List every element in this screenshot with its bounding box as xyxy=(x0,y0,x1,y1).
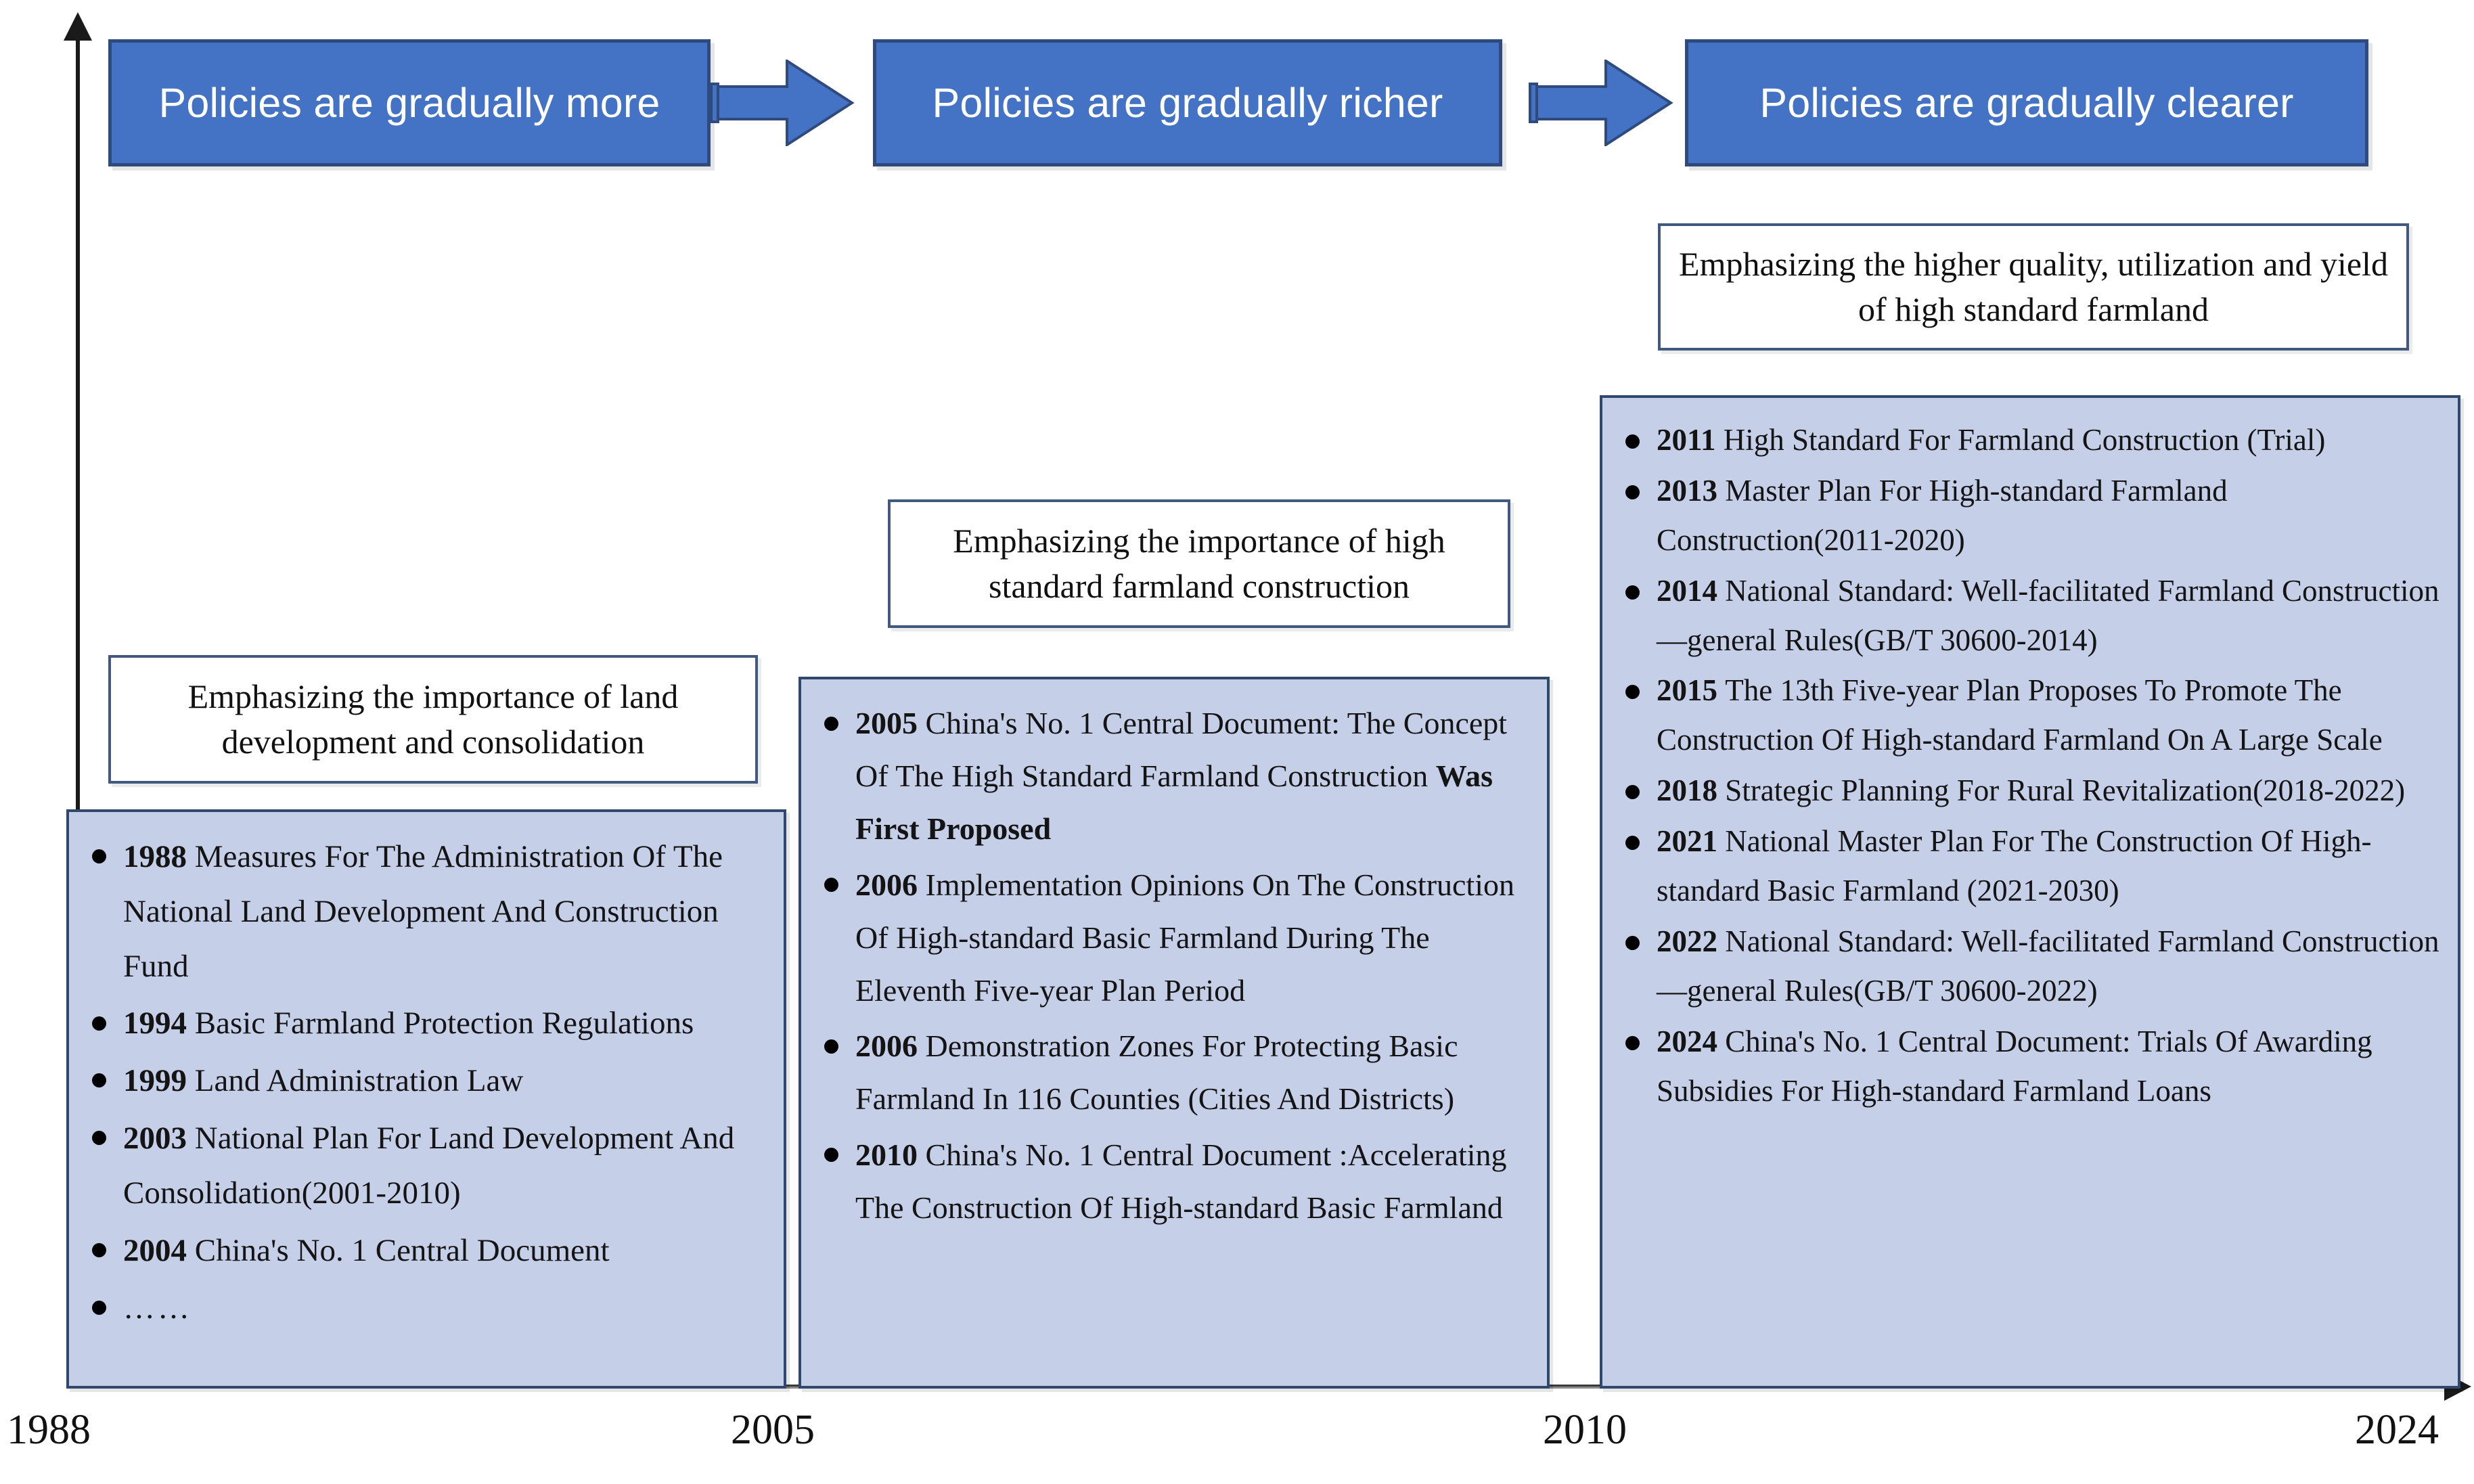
policy-text: National Master Plan For The Constructio… xyxy=(1657,824,2372,908)
bullet-icon xyxy=(824,878,838,893)
policy-list-item: …… xyxy=(87,1281,766,1336)
policy-list-item: 2024 China's No. 1 Central Document: Tri… xyxy=(1620,1017,2440,1116)
bullet-icon xyxy=(92,1016,106,1031)
policy-list-item: 2005 China's No. 1 Central Document: The… xyxy=(819,697,1529,856)
policy-year: 2003 xyxy=(123,1121,195,1156)
arrow-right-icon-2 xyxy=(1529,60,1673,146)
policy-list-item: 2011 High Standard For Farmland Construc… xyxy=(1620,415,2440,465)
bullet-icon xyxy=(1625,935,1640,950)
policy-list-item: 2006 Implementation Opinions On The Cons… xyxy=(819,859,1529,1018)
policy-year: 2014 xyxy=(1657,573,1726,608)
bullet-icon xyxy=(1625,485,1640,499)
policy-text: …… xyxy=(123,1290,192,1326)
policy-list-item: 2022 National Standard: Well-facilitated… xyxy=(1620,917,2440,1016)
policy-list-item: 2006 Demonstration Zones For Protecting … xyxy=(819,1020,1529,1125)
caption-box-3: Emphasizing the higher quality, utilizat… xyxy=(1658,223,2409,351)
bullet-icon xyxy=(92,1073,106,1088)
bullet-icon xyxy=(92,1131,106,1146)
policy-list-item: 2014 National Standard: Well-facilitated… xyxy=(1620,566,2440,665)
policy-list-item: 2021 National Master Plan For The Constr… xyxy=(1620,817,2440,916)
caption-box-1-label: Emphasizing the importance of land devel… xyxy=(187,677,679,761)
stage-banner-1[interactable]: Policies are gradually more xyxy=(108,39,711,166)
policy-year: 2022 xyxy=(1657,924,1726,958)
caption-box-3-label: Emphasizing the higher quality, utilizat… xyxy=(1679,245,2388,328)
policy-text: Strategic Planning For Rural Revitalizat… xyxy=(1725,773,2406,808)
policy-list-item: 1999 Land Administration Law xyxy=(87,1054,766,1108)
bullet-icon xyxy=(1625,785,1640,800)
axis-year-1988: 1988 xyxy=(7,1407,91,1453)
policy-year: 2010 xyxy=(855,1137,926,1172)
bullet-icon xyxy=(92,849,106,864)
policy-text: China's No. 1 Central Document xyxy=(194,1232,610,1268)
bullet-icon xyxy=(1625,685,1640,700)
policy-text: China's No. 1 Central Document :Accelera… xyxy=(855,1137,1507,1225)
policy-year: 1994 xyxy=(123,1006,195,1041)
stage-banner-3-label: Policies are gradually clearer xyxy=(1759,80,2294,126)
policy-text: National Standard: Well-facilitated Farm… xyxy=(1657,573,2439,657)
bullet-icon xyxy=(824,1148,838,1163)
policy-panel-1: 1988 Measures For The Administration Of … xyxy=(66,809,786,1389)
caption-box-1: Emphasizing the importance of land devel… xyxy=(108,655,758,784)
bullet-icon xyxy=(1625,1035,1640,1050)
policy-year: 2021 xyxy=(1657,824,1726,859)
policy-list-item: 2013 Master Plan For High-standard Farml… xyxy=(1620,466,2440,565)
policy-list-item: 1988 Measures For The Administration Of … xyxy=(87,830,766,993)
policy-year: 2006 xyxy=(855,1029,926,1064)
policy-year: 2005 xyxy=(855,706,926,740)
policy-list-item: 2018 Strategic Planning For Rural Revita… xyxy=(1620,766,2440,815)
bullet-icon xyxy=(1625,836,1640,851)
bullet-icon xyxy=(824,716,838,731)
policy-text: The 13th Five-year Plan Proposes To Prom… xyxy=(1657,673,2383,757)
stage-banner-1-label: Policies are gradually more xyxy=(158,80,660,126)
policy-year: 2013 xyxy=(1657,473,1726,508)
policy-text: National Plan For Land Development And C… xyxy=(123,1121,735,1211)
policy-list-3: 2011 High Standard For Farmland Construc… xyxy=(1620,415,2440,1115)
policy-text: Demonstration Zones For Protecting Basic… xyxy=(855,1029,1458,1117)
stage-banner-3[interactable]: Policies are gradually clearer xyxy=(1685,39,2368,166)
stage-banner-2[interactable]: Policies are gradually richer xyxy=(873,39,1502,166)
bullet-icon xyxy=(92,1300,106,1315)
bullet-icon xyxy=(824,1039,838,1054)
policy-text: Basic Farmland Protection Regulations xyxy=(194,1006,694,1041)
policy-year: 2018 xyxy=(1657,773,1726,808)
policy-year: 2004 xyxy=(123,1232,195,1268)
policy-text: Land Administration Law xyxy=(194,1063,524,1099)
bullet-icon xyxy=(1625,585,1640,600)
bullet-icon xyxy=(1625,434,1640,449)
policy-list-item: 2004 China's No. 1 Central Document xyxy=(87,1223,766,1278)
policy-year: 2011 xyxy=(1657,423,1724,457)
policy-year: 2015 xyxy=(1657,673,1726,708)
policy-list-2: 2005 China's No. 1 Central Document: The… xyxy=(819,697,1529,1234)
stage-banner-2-label: Policies are gradually richer xyxy=(932,80,1443,126)
caption-box-2: Emphasizing the importance of high stand… xyxy=(888,499,1510,628)
axis-year-2010: 2010 xyxy=(1543,1407,1627,1453)
axis-year-2024: 2024 xyxy=(2355,1407,2439,1453)
policy-list-1: 1988 Measures For The Administration Of … xyxy=(87,830,766,1335)
policy-year: 2006 xyxy=(855,867,926,902)
arrow-right-icon-1 xyxy=(710,60,855,146)
bullet-icon xyxy=(92,1242,106,1257)
policy-year: 2024 xyxy=(1657,1024,1726,1058)
policy-text: Implementation Opinions On The Construct… xyxy=(855,867,1514,1008)
caption-box-2-label: Emphasizing the importance of high stand… xyxy=(953,522,1445,605)
policy-panel-2: 2005 China's No. 1 Central Document: The… xyxy=(799,677,1550,1389)
policy-list-item: 2015 The 13th Five-year Plan Proposes To… xyxy=(1620,666,2440,765)
policy-text: Measures For The Administration Of The N… xyxy=(123,839,723,984)
policy-text: National Standard: Well-facilitated Farm… xyxy=(1657,924,2439,1008)
policy-text: Master Plan For High-standard Farmland C… xyxy=(1657,473,2228,557)
policy-text: High Standard For Farmland Construction … xyxy=(1723,423,2326,457)
policy-year: 1999 xyxy=(123,1063,195,1099)
axis-year-2005: 2005 xyxy=(731,1407,815,1453)
policy-list-item: 2003 National Plan For Land Development … xyxy=(87,1111,766,1221)
policy-text: China's No. 1 Central Document: Trials O… xyxy=(1657,1024,2372,1108)
policy-text: China's No. 1 Central Document: The Conc… xyxy=(855,706,1508,794)
policy-list-item: 1994 Basic Farmland Protection Regulatio… xyxy=(87,996,766,1051)
policy-panel-3: 2011 High Standard For Farmland Construc… xyxy=(1600,395,2460,1389)
policy-list-item: 2010 China's No. 1 Central Document :Acc… xyxy=(819,1129,1529,1234)
policy-text-emphasis: Was First Proposed xyxy=(855,759,1493,847)
policy-year: 1988 xyxy=(123,839,195,874)
y-axis-line xyxy=(76,35,80,1387)
